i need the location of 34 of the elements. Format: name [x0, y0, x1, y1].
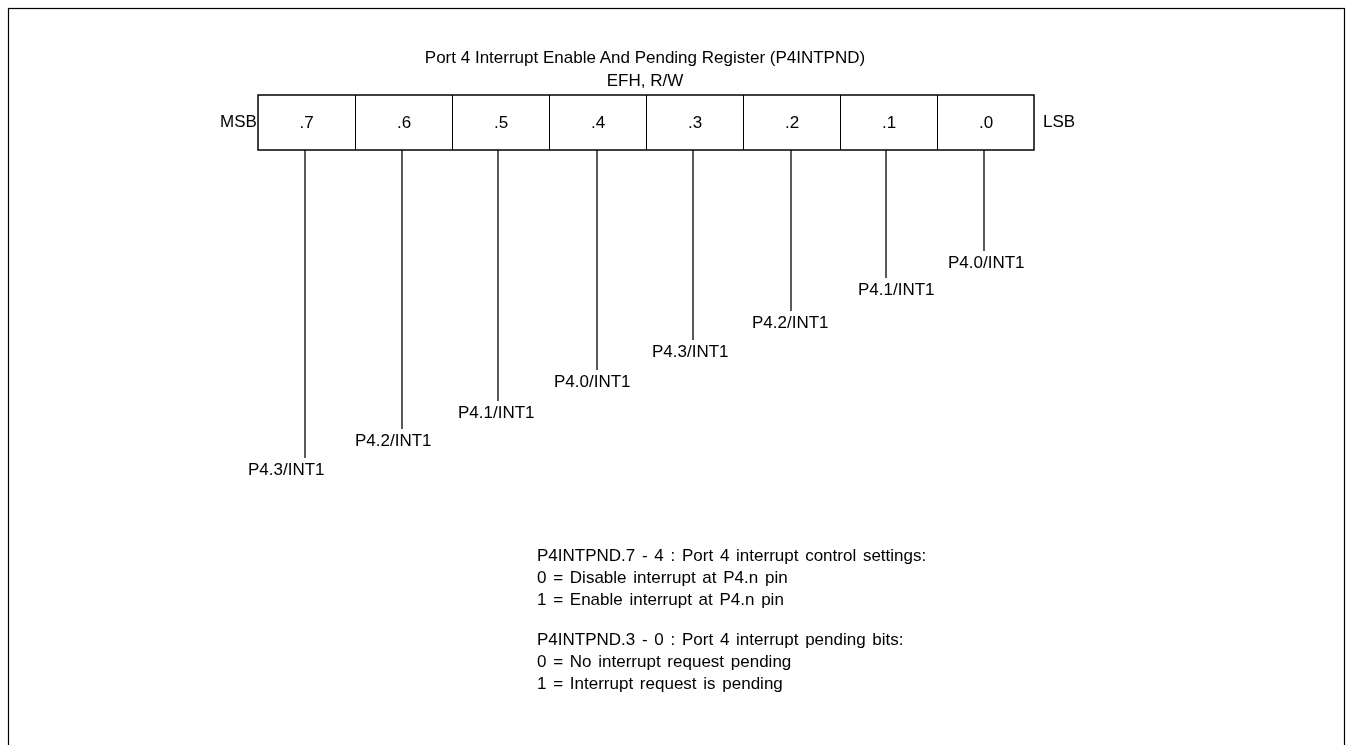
pin-label: P4.0/INT1: [554, 372, 631, 392]
pin-label: P4.2/INT1: [355, 431, 432, 451]
pin-label: P4.3/INT1: [652, 342, 729, 362]
register-bit-cell: .7: [258, 95, 355, 150]
register-bit-cell: .5: [452, 95, 549, 150]
note-text: P4INTPND.7 - 4 : Port 4 interrupt control settings:: [537, 546, 927, 566]
leader-line: [885, 149, 887, 279]
leader-line: [692, 149, 694, 341]
leader-line: [497, 149, 499, 402]
leader-line: [304, 149, 306, 459]
register-bit-cell: .6: [355, 95, 452, 150]
register-title: Port 4 Interrupt Enable And Pending Register (P4INTPND): [423, 48, 867, 68]
note-text: 1 = Enable interrupt at P4.n pin: [537, 590, 784, 610]
register-bit-cell: .1: [840, 95, 937, 150]
pin-label: P4.1/INT1: [458, 403, 535, 423]
register-bit-cell: .0: [937, 95, 1034, 150]
leader-line: [790, 149, 792, 312]
note-text: 0 = Disable interrupt at P4.n pin: [537, 568, 788, 588]
leader-line: [983, 149, 985, 252]
note-text: P4INTPND.3 - 0 : Port 4 interrupt pending bits:: [537, 630, 904, 650]
leader-line: [401, 149, 403, 430]
pin-label: P4.1/INT1: [858, 280, 935, 300]
register-address: EFH, R/W: [605, 71, 685, 91]
lsb-label: LSB: [1043, 112, 1076, 132]
leader-line: [596, 149, 598, 371]
register-bit-cell: .2: [743, 95, 840, 150]
pin-label: P4.0/INT1: [948, 253, 1025, 273]
note-text: 1 = Interrupt request is pending: [537, 674, 783, 694]
note-text: 0 = No interrupt request pending: [537, 652, 792, 672]
pin-label: P4.2/INT1: [752, 313, 829, 333]
pin-label: P4.3/INT1: [248, 460, 325, 480]
msb-label: MSB: [220, 112, 257, 132]
register-bit-cell: .3: [646, 95, 743, 150]
register-bit-cell: .4: [549, 95, 646, 150]
